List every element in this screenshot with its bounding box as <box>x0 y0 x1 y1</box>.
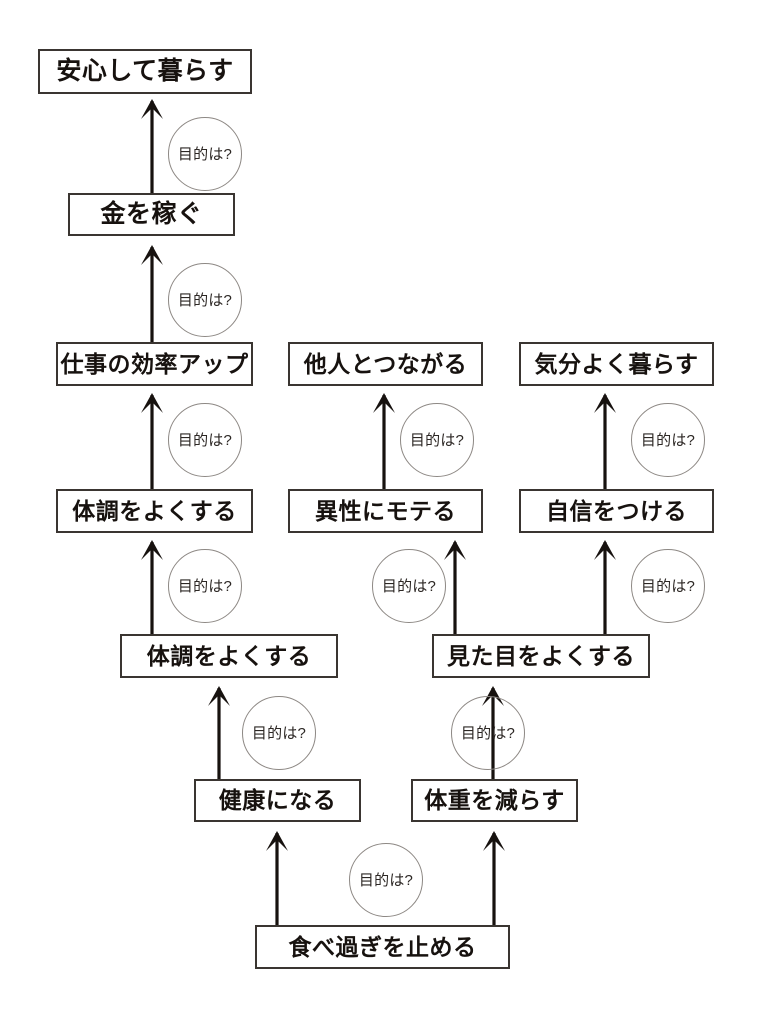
question-bubble[interactable]: 目的は? <box>168 549 242 623</box>
node-label: 体調をよくする <box>72 497 237 524</box>
question-bubble[interactable]: 目的は? <box>400 403 474 477</box>
question-bubble-label: 目的は? <box>640 431 696 449</box>
node-box[interactable]: 食べ過ぎを止める <box>255 925 510 969</box>
node-box[interactable]: 異性にモテる <box>288 489 483 533</box>
question-bubble-label: 目的は? <box>177 291 233 309</box>
question-bubble[interactable]: 目的は? <box>631 403 705 477</box>
arrow-up-icon <box>594 393 616 489</box>
node-box[interactable]: 体調をよくする <box>120 634 338 678</box>
node-label: 他人とつながる <box>303 350 468 377</box>
question-bubble-label: 目的は? <box>177 145 233 163</box>
node-label: 安心して暮らす <box>56 57 234 85</box>
question-bubble[interactable]: 目的は? <box>631 549 705 623</box>
arrow-up-icon <box>266 831 288 925</box>
node-box[interactable]: 体調をよくする <box>56 489 253 533</box>
question-bubble[interactable]: 目的は? <box>168 263 242 337</box>
question-bubble-label: 目的は? <box>381 577 437 595</box>
node-label: 金を稼ぐ <box>100 200 203 228</box>
question-bubble-label: 目的は? <box>640 577 696 595</box>
question-bubble[interactable]: 目的は? <box>349 843 423 917</box>
node-label: 体調をよくする <box>146 642 312 669</box>
node-box[interactable]: 自信をつける <box>519 489 714 533</box>
question-bubble-label: 目的は? <box>251 724 307 742</box>
arrow-up-icon <box>208 686 230 779</box>
arrow-up-icon <box>141 540 163 634</box>
node-box[interactable]: 見た目をよくする <box>432 634 650 678</box>
arrow-up-icon <box>141 245 163 342</box>
arrow-up-icon <box>141 393 163 489</box>
node-label: 自信をつける <box>546 497 687 524</box>
question-bubble[interactable]: 目的は? <box>168 117 242 191</box>
node-box[interactable]: 体重を減らす <box>411 779 578 822</box>
node-label: 仕事の効率アップ <box>60 350 249 377</box>
arrow-up-icon <box>373 393 395 489</box>
node-label: 異性にモテる <box>315 497 456 524</box>
node-box[interactable]: 他人とつながる <box>288 342 483 386</box>
arrow-up-icon <box>483 831 505 925</box>
node-box[interactable]: 安心して暮らす <box>38 49 252 94</box>
question-bubble-label: 目的は? <box>177 431 233 449</box>
question-bubble-label: 目的は? <box>460 724 516 742</box>
question-bubble-label: 目的は? <box>177 577 233 595</box>
node-label: 見た目をよくする <box>447 642 635 669</box>
node-box[interactable]: 気分よく暮らす <box>519 342 714 386</box>
arrow-up-icon <box>141 99 163 193</box>
question-bubble-label: 目的は? <box>358 871 414 889</box>
question-bubble[interactable]: 目的は? <box>242 696 316 770</box>
question-bubble-label: 目的は? <box>409 431 465 449</box>
arrow-up-icon <box>444 540 466 634</box>
node-label: 気分よく暮らす <box>534 350 699 377</box>
node-label: 健康になる <box>218 787 337 813</box>
node-label: 体重を減らす <box>424 787 565 813</box>
node-box[interactable]: 金を稼ぐ <box>68 193 235 236</box>
node-label: 食べ過ぎを止める <box>288 933 477 960</box>
question-bubble[interactable]: 目的は? <box>372 549 446 623</box>
arrow-up-icon <box>594 540 616 634</box>
node-box[interactable]: 仕事の効率アップ <box>56 342 253 386</box>
question-bubble[interactable]: 目的は? <box>451 696 525 770</box>
node-box[interactable]: 健康になる <box>194 779 361 822</box>
question-bubble[interactable]: 目的は? <box>168 403 242 477</box>
